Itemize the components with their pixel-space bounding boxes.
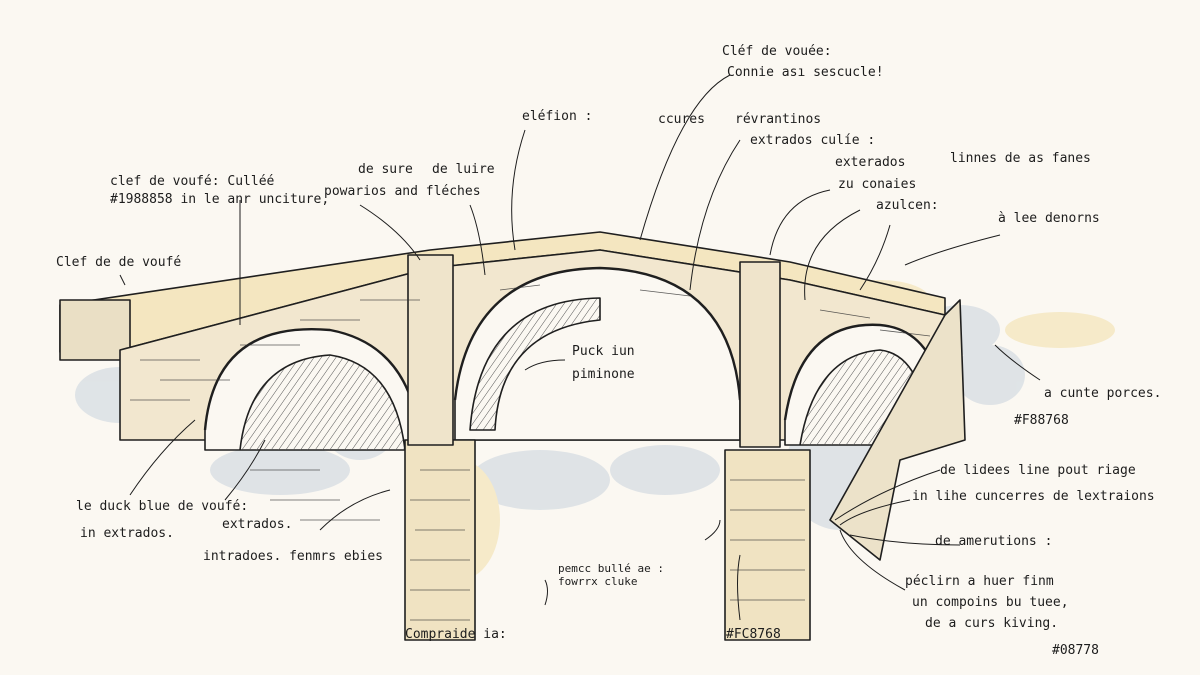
center-arch-intrados [469,297,601,431]
label-ccures: ccures [658,112,705,127]
label-revrantinos: révrantinos [735,112,821,127]
label-peclirn: péclirn a huer finm [905,574,1054,589]
label-clef-culle: clef de voufé: Culléé [110,174,275,189]
label-de-sure: de sure [358,162,413,177]
label-code-line: #1988858 in le anr unciture, [110,192,329,207]
label-in-lihe: in lihe cuncerres de lextraions [912,489,1155,504]
label-de-a-curs: de a curs kiving. [925,616,1058,631]
label-compraide: Compraide ia: [405,627,507,642]
label-extrados2: exterados [835,155,905,170]
annotations: Cléf de vouée: Connie ası sescucle! eléf… [56,44,1161,658]
label-linnes: linnes de as fanes [950,151,1091,166]
label-de-amerutions: de amerutions : [935,534,1052,549]
left-abutment [59,299,131,361]
label-extrados-culie: extrados culíe : [750,133,875,148]
label-hex3: #FC8768 [726,627,781,642]
label-extrados3: extrados. [222,517,292,532]
label-clef-sub: Connie ası sescucle! [727,65,884,80]
label-pemcc2: fowrrx cluke [558,575,637,588]
label-elicion: eléfion : [522,109,592,124]
masonry-lines [130,284,931,621]
label-clef-title: Cléf de vouée: [722,44,832,59]
bridge [59,231,966,641]
label-clef-de-de: Clef de de voufé [56,255,181,270]
label-zu-conaies: zu conaies [838,177,916,192]
pier-center [724,449,811,641]
label-un-compoins: un compoins bu tuee, [912,595,1069,610]
left-arch-intrados [239,354,406,451]
label-puck1: Puck iun [572,344,635,359]
label-hex2: #08778 [1052,643,1099,658]
label-azulcen: azulcen: [876,198,939,213]
label-duck1: le duck blue de voufé: [76,499,248,514]
label-a-lee: à lee denorns [998,211,1100,226]
pilaster-2 [739,261,781,448]
label-hex1: #F88768 [1014,413,1069,428]
label-intradoes: intradoes. fenmrs ebies [203,549,383,564]
label-duck2: in extrados. [80,526,174,541]
label-pemcc1: pemcc bullé ae : [558,562,664,575]
pilaster-1 [407,254,454,446]
pier-left [404,439,476,641]
ruined-edge [829,299,966,561]
label-puck2: piminone [572,367,635,382]
label-a-cunte: a cunte porces. [1044,386,1161,401]
label-de-lidees: de lidees line pout riage [940,463,1136,478]
label-powarios: powarios and fléches [324,184,481,199]
leader-lines [119,74,1041,621]
label-de-luire: de luire [432,162,495,177]
